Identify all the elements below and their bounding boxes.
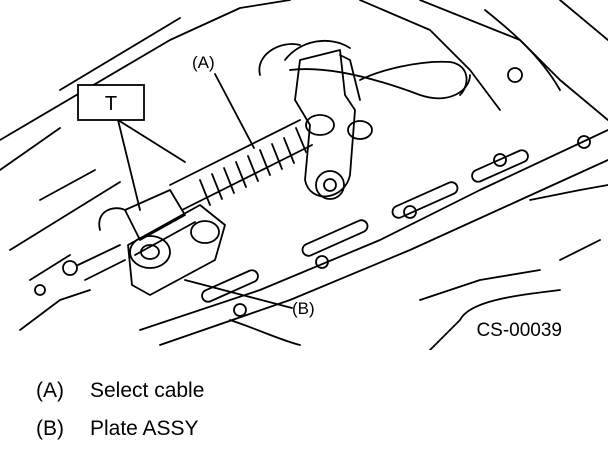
housing-ribs xyxy=(201,67,591,317)
tool-label: T xyxy=(105,93,117,115)
plate-assy xyxy=(34,189,226,296)
legend-code: (A) xyxy=(36,379,64,402)
legend-code: (B) xyxy=(36,417,64,440)
select-lever xyxy=(289,49,471,200)
callout-b: (B) xyxy=(292,299,315,318)
legend: (A) Select cable (B) Plate ASSY xyxy=(36,380,204,456)
transmission-diagram: T (A) (B) CS-00039 xyxy=(0,0,608,350)
legend-text: Select cable xyxy=(90,379,205,402)
housing-outline xyxy=(0,0,608,350)
tool-box xyxy=(77,84,145,121)
figure-id: CS-00039 xyxy=(476,320,562,341)
select-cable xyxy=(169,119,313,211)
leader-lines xyxy=(117,73,293,309)
legend-item: (B) Plate ASSY xyxy=(36,418,204,439)
callout-a: (A) xyxy=(192,53,215,72)
legend-item: (A) Select cable xyxy=(36,380,204,401)
legend-text: Plate ASSY xyxy=(90,417,199,440)
